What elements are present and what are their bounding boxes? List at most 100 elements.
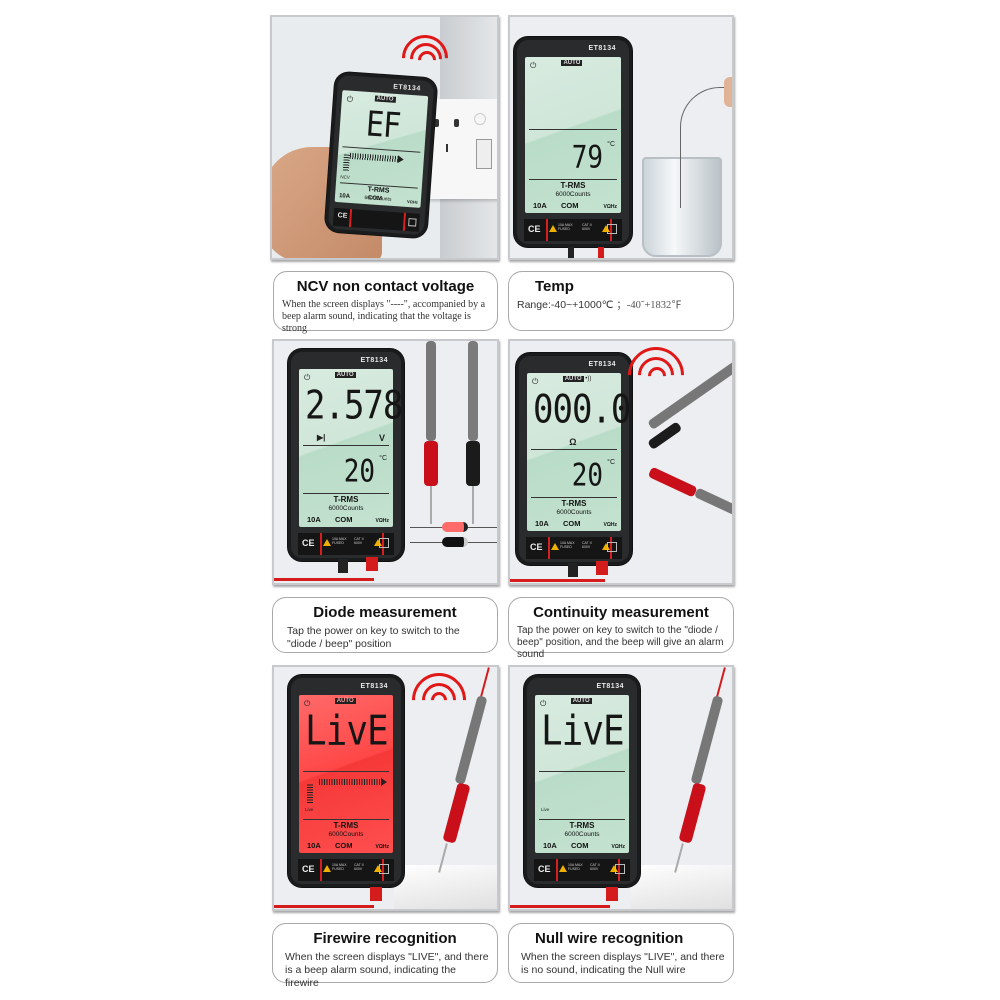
volt-text: CAT II 600V xyxy=(354,863,364,871)
warning-icon xyxy=(549,225,557,232)
jack-vohz: VΩHz xyxy=(375,518,389,524)
power-icon: ⏻ xyxy=(540,699,547,708)
ce-mark: CE xyxy=(538,864,551,874)
caption-continuity: Continuity measurement Tap the power on … xyxy=(508,597,734,660)
arrow-icon xyxy=(397,155,405,164)
black-lead-plug xyxy=(568,563,578,577)
volt-text: CAT II 600V xyxy=(590,863,600,871)
qr-icon xyxy=(607,542,617,552)
model-label: ET8134 xyxy=(588,361,616,368)
caption-title: Continuity measurement xyxy=(533,604,709,621)
red-lead-plug xyxy=(596,561,608,575)
temp-reading: 20 xyxy=(571,458,603,494)
black-probe-grip xyxy=(466,441,480,486)
trms-label: T-RMS xyxy=(560,181,586,190)
probe-wire xyxy=(716,667,726,697)
volt-unit: V xyxy=(378,433,385,443)
probe-wire xyxy=(480,667,490,697)
warning-icon xyxy=(323,539,331,546)
live-tag: Live xyxy=(305,807,314,812)
fuse-text: 10A MAX FUSED xyxy=(332,863,347,871)
red-lead xyxy=(274,578,374,581)
red-lead xyxy=(510,579,605,582)
jack-10a: 10A xyxy=(535,519,549,528)
ncv-vertical-bar xyxy=(342,154,350,171)
warning-icon xyxy=(559,865,567,872)
lcd-divider xyxy=(529,129,617,130)
ohm-unit: Ω xyxy=(569,437,577,447)
lcd-divider xyxy=(303,819,389,820)
jack-10a: 10A xyxy=(533,201,547,210)
fuse-text: 10A MAX FUSED xyxy=(558,223,573,231)
counts-label: 6000Counts xyxy=(555,191,591,198)
auto-badge: AUTO xyxy=(561,60,583,66)
caption-text: Tap the power on key to switch to the "d… xyxy=(517,625,724,660)
warning-icon xyxy=(323,865,331,872)
multimeter: ET8134 ⏻ AUTO •)) 000.0 Ω 20 °C T-RMS 60… xyxy=(516,353,632,565)
black-lead xyxy=(568,247,574,258)
lcd-main-reading: 2.578 xyxy=(305,383,403,429)
caption-text: When the screen displays "LIVE", and the… xyxy=(521,951,725,976)
warning-icon xyxy=(551,543,559,550)
qr-icon xyxy=(379,538,389,548)
thermocouple-wire xyxy=(680,87,731,208)
lcd-divider xyxy=(531,497,617,498)
lcd-main-reading: 000.0 xyxy=(533,387,631,433)
qr-icon xyxy=(615,864,625,874)
trms-label: T-RMS xyxy=(569,821,595,830)
red-lead-plug xyxy=(366,557,378,571)
lcd-screen: ⏻ AUTO 2.578 ▶| V 20 °C T-RMS 6000Counts… xyxy=(299,369,403,527)
celsius-unit: °C xyxy=(607,459,615,466)
lcd-divider xyxy=(303,493,389,494)
jack-vohz: VΩHz xyxy=(611,844,625,850)
warning-icon xyxy=(610,865,618,872)
caption-title: Null wire recognition xyxy=(535,930,684,947)
red-probe-grip xyxy=(442,782,471,844)
power-icon: ⏻ xyxy=(304,699,311,708)
diode-icon: ▶| xyxy=(317,433,326,442)
multimeter: ET8134 ⏻ AUTO LivE Live T-RMS 6000Counts… xyxy=(288,675,404,887)
ncv-photo: ET8134 ⏻ AUTO EF NCV T-RMS 6000Counts 10… xyxy=(270,15,499,260)
temp-reading: 79 xyxy=(571,140,603,176)
bottom-strip: CE 10A MAX FUSED CAT II 600V xyxy=(534,859,630,881)
temp-photo: ET8134 ⏻ AUTO 79 °C T-RMS 6000Counts 10A… xyxy=(508,15,734,260)
bottom-strip: CE 10A MAX FUSED CAT II 600V xyxy=(298,533,394,555)
jack-10a: 10A xyxy=(543,841,557,850)
lcd-screen: ⏻ AUTO LivE Live T-RMS 6000Counts 10A CO… xyxy=(535,695,629,853)
jack-vohz: VΩHz xyxy=(603,204,617,210)
fuse-text: 10A MAX FUSED xyxy=(568,863,583,871)
caption-text: When the screen displays "LIVE", and the… xyxy=(285,951,489,989)
jack-com: COM xyxy=(571,841,589,850)
jack-vohz: VΩHz xyxy=(603,522,617,528)
lcd-main-reading: LivE xyxy=(541,707,625,755)
multimeter: ET8134 ⏻ AUTO 79 °C T-RMS 6000Counts 10A… xyxy=(514,37,632,247)
lcd-screen: ⏻ AUTO •)) 000.0 Ω 20 °C T-RMS 6000Count… xyxy=(527,373,631,531)
ncv-bar-graph xyxy=(349,152,398,163)
red-lead xyxy=(510,905,610,908)
temp-reading: 20 xyxy=(343,454,375,490)
range-fahrenheit: ；-40˜+1832℉ xyxy=(616,300,682,311)
jack-10a: 10A xyxy=(338,193,351,200)
trms-label: T-RMS xyxy=(333,821,359,830)
caption-firewire: Firewire recognition When the screen dis… xyxy=(272,923,498,989)
caption-ncv: NCV non contact voltage When the screen … xyxy=(273,271,498,334)
ncv-tag: NCV xyxy=(340,174,351,180)
celsius-unit: °C xyxy=(379,455,387,462)
model-label: ET8134 xyxy=(360,683,388,690)
caption-text: Tap the power on key to switch to the "d… xyxy=(287,625,460,650)
red-lead-plug xyxy=(370,887,382,901)
red-probe-grip xyxy=(647,466,698,498)
lcd-divider xyxy=(529,179,617,180)
red-probe xyxy=(426,341,436,441)
caption-title: Diode measurement xyxy=(313,604,457,621)
nullwire-photo: ET8134 ⏻ AUTO LivE Live T-RMS 6000Counts… xyxy=(508,665,734,911)
black-lead-plug xyxy=(338,559,348,573)
multimeter: ET8134 ⏻ AUTO EF NCV T-RMS 6000Counts 10… xyxy=(324,71,438,239)
red-probe-grip xyxy=(678,782,707,844)
counts-label: 6000Counts xyxy=(564,831,600,838)
red-probe xyxy=(690,695,724,785)
jack-com: COM xyxy=(367,195,383,203)
caption-title: Firewire recognition xyxy=(313,930,457,947)
caption-title: Temp xyxy=(535,278,574,295)
beep-icon: •)) xyxy=(585,376,592,382)
